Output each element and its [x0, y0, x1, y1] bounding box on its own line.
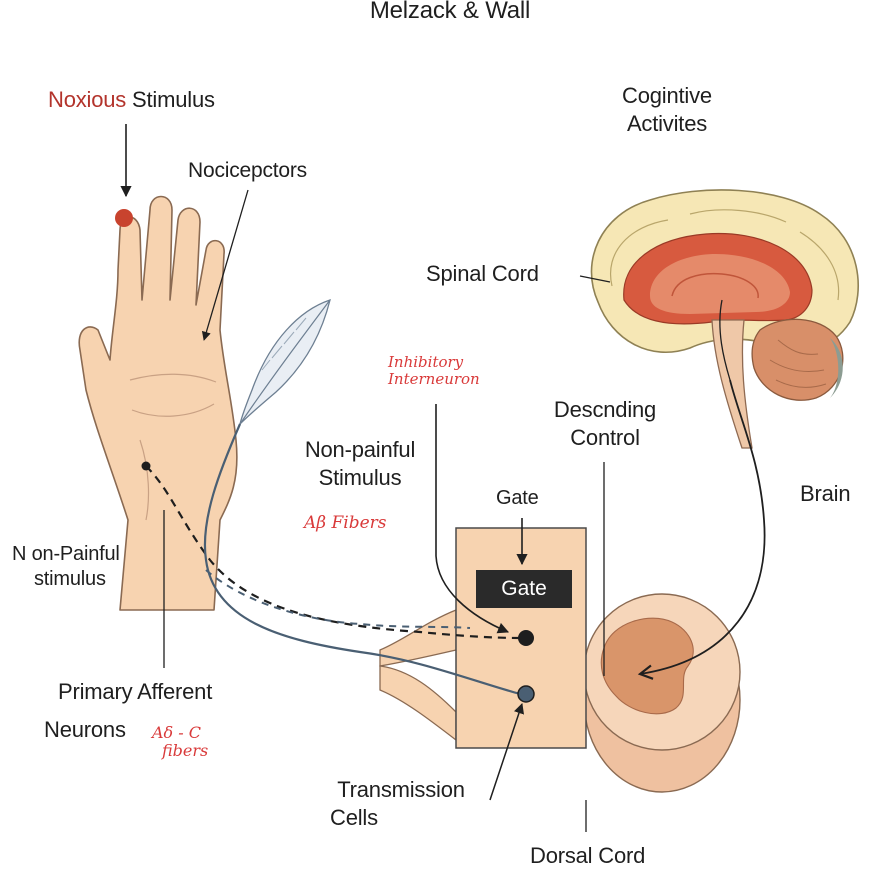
- adelta-c-fibers-note: Aδ - C fibers: [152, 724, 208, 761]
- descending-line2: Control: [530, 424, 680, 452]
- inhibitory-line1: Inhibitory: [388, 354, 480, 371]
- feather-illustration: [240, 300, 330, 424]
- cognitive-activities-label: Cogintive Activites: [592, 82, 742, 137]
- left-nonpainful-line2: stimulus: [12, 567, 120, 592]
- inhibitory-interneuron-note: Inhibitory Interneuron: [388, 354, 480, 389]
- inhibitory-line2: Interneuron: [388, 371, 480, 388]
- brain-label: Brain: [800, 480, 850, 508]
- adelta-line2: fibers: [152, 742, 208, 760]
- noxious-stimulus-label: Noxious Stimulus: [48, 86, 215, 114]
- primary-line1: Primary Afferent: [58, 678, 212, 706]
- noxious-dot: [115, 209, 133, 227]
- diagram-title: Melzack & Wall: [330, 0, 570, 26]
- gate-top-label: Gate: [496, 486, 539, 511]
- spinal-segment-illustration: [380, 528, 740, 792]
- noxious-word: Noxious: [48, 87, 126, 112]
- transmission-cells-label: Transmission Cells: [316, 776, 486, 831]
- nonpainful-line1: Non-painful: [280, 436, 440, 464]
- gate-junction-dot: [518, 630, 534, 646]
- left-non-painful-label: N on-Painful stimulus: [12, 542, 120, 592]
- transmission-cell-dot: [518, 686, 534, 702]
- cognitive-line1: Cogintive: [592, 82, 742, 110]
- descending-control-label: Descnding Control: [530, 396, 680, 451]
- nociceptors-label: Nocicepctors: [188, 158, 307, 184]
- primary-afferent-ending: [142, 462, 151, 471]
- transmission-line1: Transmission: [316, 776, 486, 804]
- dorsal-cord-label: Dorsal Cord: [530, 842, 645, 870]
- adelta-line1: Aδ - C: [152, 724, 208, 742]
- stimulus-word: Stimulus: [132, 87, 215, 112]
- descending-line1: Descnding: [530, 396, 680, 424]
- abeta-fibers-note: Aβ Fibers: [304, 514, 387, 534]
- gate-box: Gate: [476, 570, 572, 608]
- non-painful-stimulus-label: Non-painful Stimulus: [280, 436, 440, 491]
- left-nonpainful-line1: N on-Painful: [12, 542, 120, 567]
- neurons-label: Neurons: [44, 716, 126, 744]
- cognitive-line2: Activites: [592, 110, 742, 138]
- spinal-cord-label: Spinal Cord: [426, 260, 539, 288]
- primary-afferent-label: Primary Afferent: [58, 678, 212, 706]
- transmission-line2: Cells: [316, 804, 486, 832]
- nonpainful-line2: Stimulus: [280, 464, 440, 492]
